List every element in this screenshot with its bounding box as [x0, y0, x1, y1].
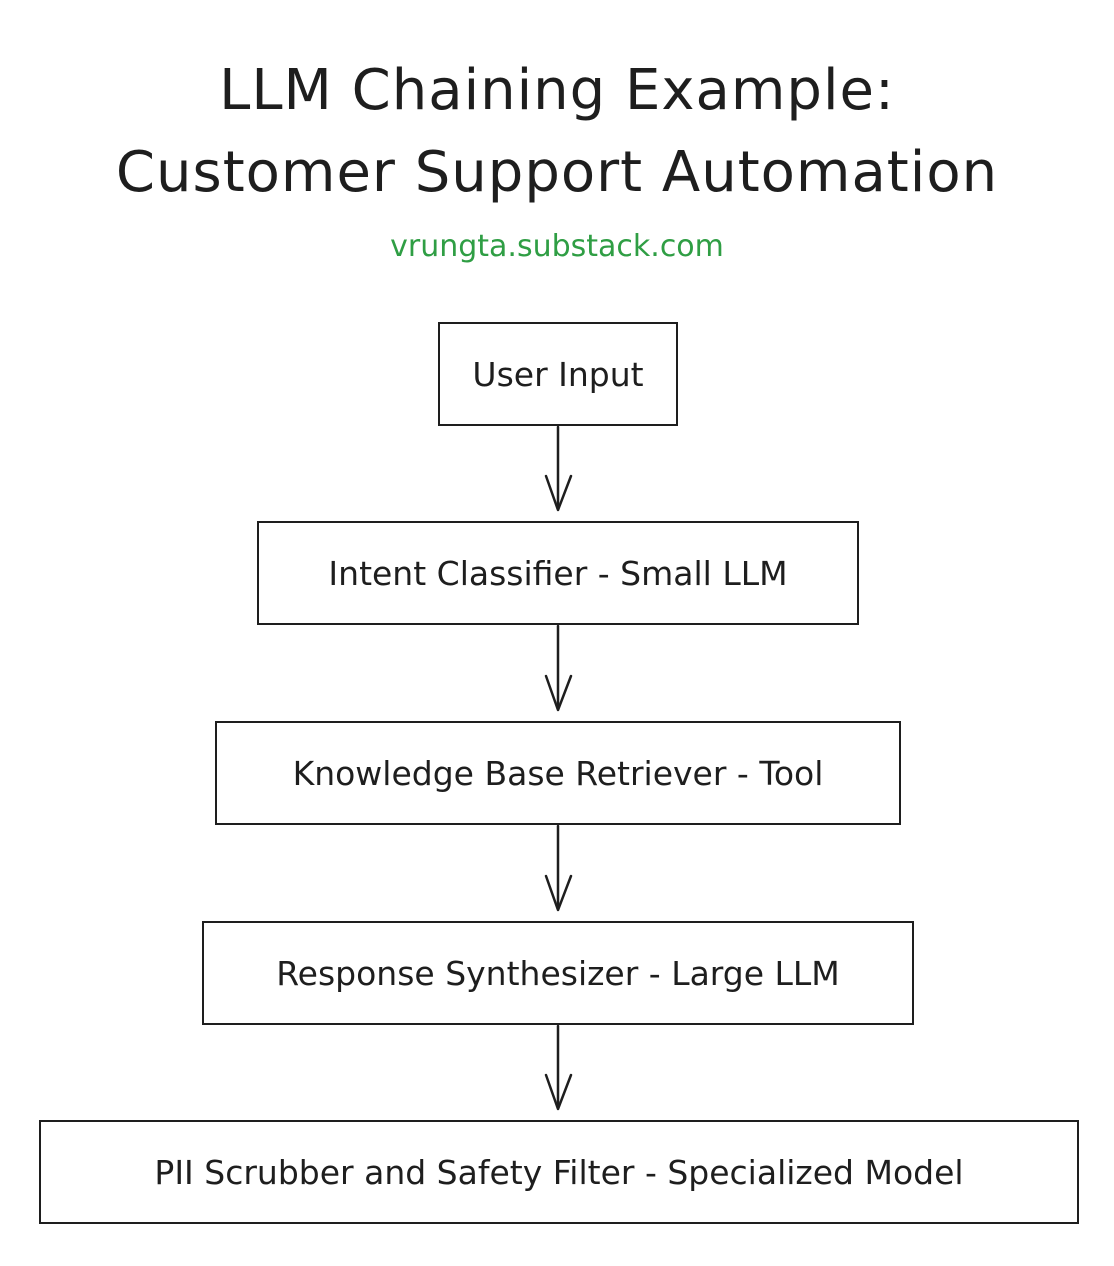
arrow-1-head — [544, 474, 573, 512]
node-intent-classifier-label: Intent Classifier - Small LLM — [328, 553, 788, 593]
arrow-2 — [544, 624, 573, 712]
node-knowledge-base-retriever-label: Knowledge Base Retriever - Tool — [292, 753, 824, 793]
node-response-synthesizer: Response Synthesizer - Large LLM — [202, 921, 914, 1025]
node-pii-scrubber: PII Scrubber and Safety Filter - Special… — [39, 1120, 1079, 1224]
source-url: vrungta.substack.com — [390, 229, 724, 264]
node-knowledge-base-retriever: Knowledge Base Retriever - Tool — [215, 721, 901, 825]
arrow-3-head — [544, 874, 573, 912]
node-user-input: User Input — [438, 322, 678, 426]
arrow-4 — [544, 1024, 573, 1111]
node-intent-classifier: Intent Classifier - Small LLM — [257, 521, 859, 625]
arrow-1 — [544, 425, 573, 512]
diagram-title-line-2: Customer Support Automation — [115, 140, 999, 205]
arrow-3 — [544, 824, 573, 912]
node-user-input-label: User Input — [472, 354, 644, 394]
diagram-title-line-1: LLM Chaining Example: — [219, 58, 895, 123]
node-response-synthesizer-label: Response Synthesizer - Large LLM — [276, 953, 840, 993]
arrow-4-head — [544, 1073, 573, 1111]
node-pii-scrubber-label: PII Scrubber and Safety Filter - Special… — [154, 1152, 964, 1192]
arrow-2-head — [544, 674, 573, 712]
